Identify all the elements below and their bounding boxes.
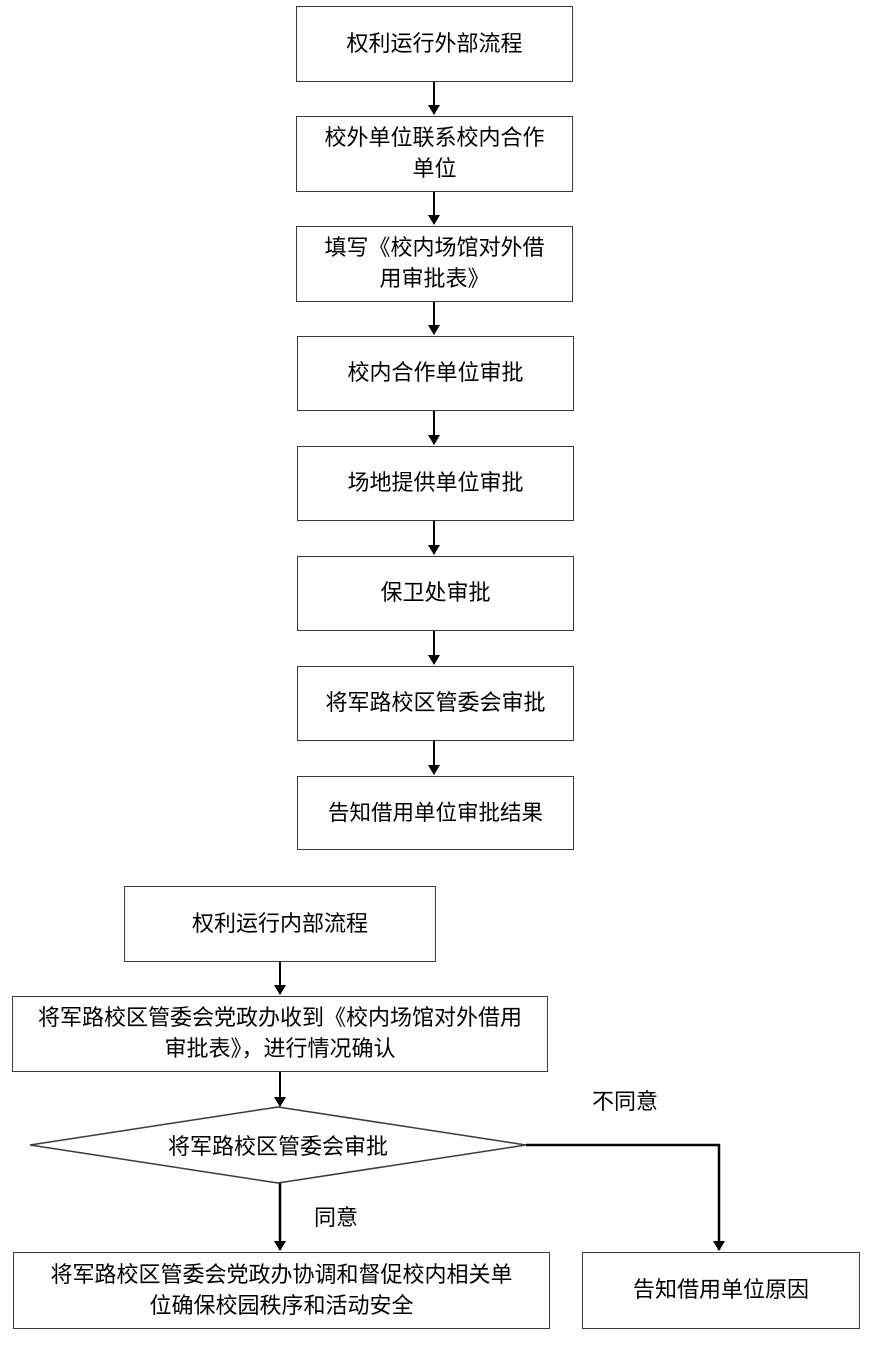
external-step-contact: 校外单位联系校内合作单位 <box>296 116 573 192</box>
external-step-committee-approval: 将军路校区管委会审批 <box>297 666 574 741</box>
internal-step-receive: 将军路校区管委会党政办收到《校内场馆对外借用审批表》，进行情况确认 <box>12 996 548 1072</box>
external-step-title: 权利运行外部流程 <box>296 6 573 82</box>
disagree-label: 不同意 <box>592 1090 659 1115</box>
decision-diamond <box>29 1106 527 1184</box>
agree-label: 同意 <box>314 1206 359 1231</box>
internal-step-notify-reason: 告知借用单位原因 <box>582 1252 860 1329</box>
arrow-disagree <box>526 1143 725 1251</box>
external-step-fill-form: 填写《校内场馆对外借用审批表》 <box>296 226 573 302</box>
external-step-partner-approval: 校内合作单位审批 <box>297 336 574 411</box>
internal-flow-title: 权利运行内部流程 <box>124 886 436 962</box>
internal-step-coordinate: 将军路校区管委会党政办协调和督促校内相关单位确保校园秩序和活动安全 <box>13 1252 550 1329</box>
external-step-security-approval: 保卫处审批 <box>297 556 574 631</box>
external-step-notify-result: 告知借用单位审批结果 <box>297 776 574 850</box>
decision-label: 将军路校区管委会审批 <box>167 1135 388 1160</box>
external-step-venue-approval: 场地提供单位审批 <box>297 446 574 521</box>
